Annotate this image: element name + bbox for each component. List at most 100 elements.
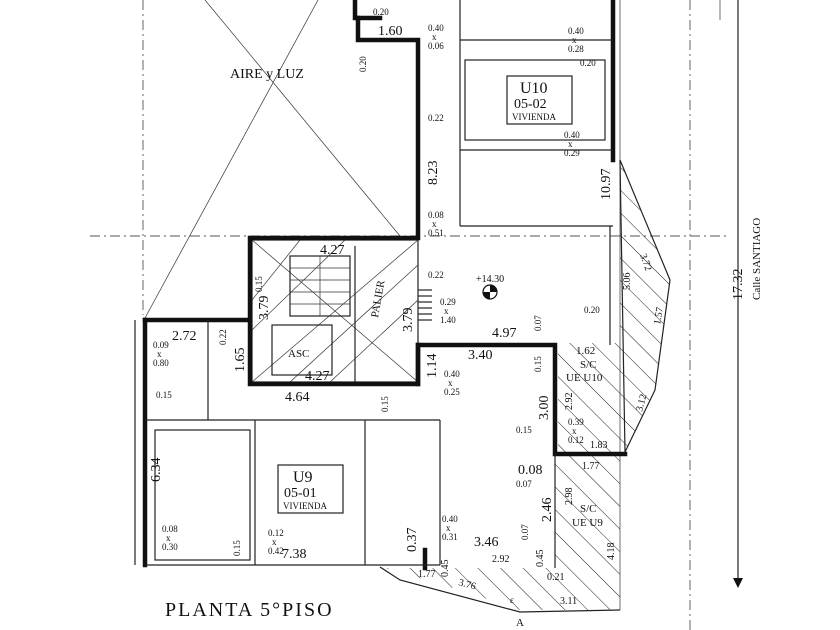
note-020-c: 0.20 <box>584 305 600 315</box>
dim-2-98: 2.98 <box>564 488 575 506</box>
svg-text:0.29: 0.29 <box>564 148 580 158</box>
window-note: 0.09 x 0.80 <box>153 340 169 368</box>
dim-3-46: 3.46 <box>474 535 499 550</box>
svg-text:0.51: 0.51 <box>428 228 444 238</box>
svg-text:0.40: 0.40 <box>568 26 584 36</box>
unit-u10-use: VIVIENDA <box>512 112 556 122</box>
window-note: 0.12 x 0.42 <box>268 528 284 556</box>
svg-text:0.12: 0.12 <box>268 528 284 538</box>
unit-u9-use: VIVIENDA <box>283 501 327 511</box>
window-note: 0.08 x 0.51 <box>428 210 444 238</box>
svg-text:0.08: 0.08 <box>428 210 444 220</box>
dim-7-38: 7.38 <box>282 547 307 562</box>
landing-label: PALIER <box>369 279 387 319</box>
dim-1-77-a: 1.77 <box>582 461 600 472</box>
dim-3-11: 3.11 <box>560 596 577 607</box>
sc-u9-line2: UE U9 <box>572 517 603 529</box>
note-007-b: 0.07 <box>516 479 532 489</box>
note-a: A <box>516 617 524 629</box>
window-note: 0.40 x 0.29 <box>564 130 580 158</box>
dim-17-32: 17.32 <box>731 269 746 301</box>
dim-6-34: 6.34 <box>149 458 164 483</box>
svg-text:0.25: 0.25 <box>444 387 460 397</box>
svg-text:0.12: 0.12 <box>568 435 584 445</box>
window-note: 0.40 x 0.31 <box>442 514 458 542</box>
svg-text:0.40: 0.40 <box>442 514 458 524</box>
terrace-hatching <box>379 159 671 613</box>
street-label: Calle SANTIAGO <box>751 218 763 300</box>
svg-text:0.40: 0.40 <box>564 130 580 140</box>
note-015-a: 0.15 <box>156 390 172 400</box>
note-020-top: 0.20 <box>373 7 389 17</box>
svg-text:0.42: 0.42 <box>268 546 284 556</box>
svg-text:x: x <box>572 35 577 45</box>
svg-text:x: x <box>446 523 451 533</box>
dim-3-00: 3.00 <box>537 396 552 421</box>
note-007-c: 0.07 <box>520 524 530 540</box>
svg-text:x: x <box>572 426 577 436</box>
note-022-a: 0.22 <box>428 113 444 123</box>
window-note: 0.08 x 0.30 <box>162 524 178 552</box>
sc-u10-line2: UE U10 <box>566 372 603 384</box>
note-015-d: 0.15 <box>516 425 532 435</box>
dim-4-27-bot: 4.27 <box>305 369 330 384</box>
dim-4-64: 4.64 <box>285 390 310 405</box>
svg-text:x: x <box>432 219 437 229</box>
window-note: 0.40 x 0.06 <box>428 23 444 51</box>
svg-text:0.31: 0.31 <box>442 532 458 542</box>
window-note: 0.39 x 0.12 <box>568 417 584 445</box>
note-015-b: 0.15 <box>380 396 390 412</box>
svg-text:x: x <box>166 533 171 543</box>
svg-text:0.39: 0.39 <box>568 417 584 427</box>
dim-3-79-right: 3.79 <box>401 308 416 333</box>
svg-text:0.80: 0.80 <box>153 358 169 368</box>
svg-text:0.30: 0.30 <box>162 542 178 552</box>
unit-u9-code: 05-01 <box>284 486 317 501</box>
sc-u10-line1: S/C <box>580 359 597 371</box>
dim-3-79-left: 3.79 <box>257 296 272 321</box>
svg-text:x: x <box>272 537 277 547</box>
unit-u10-name: U10 <box>520 80 548 97</box>
svg-text:x: x <box>448 378 453 388</box>
dim-2-92-a: 2.92 <box>564 393 575 411</box>
window-note: 0.40 x 0.25 <box>444 369 460 397</box>
svg-text:0.28: 0.28 <box>568 44 584 54</box>
dim-1-60: 1.60 <box>378 24 403 39</box>
dim-2-92-b: 2.92 <box>492 554 510 565</box>
dim-3-12: 3.12 <box>634 393 649 413</box>
svg-text:x: x <box>444 306 449 316</box>
overall-dimension-line <box>733 0 743 588</box>
plan-title: PLANTA 5°PISO <box>165 599 334 621</box>
dim-0-21: 0.21 <box>547 572 565 583</box>
dim-0-37: 0.37 <box>405 528 420 553</box>
dim-1-65: 1.65 <box>233 348 248 373</box>
svg-text:x: x <box>568 139 573 149</box>
svg-text:0.08: 0.08 <box>162 524 178 534</box>
dim-1-14: 1.14 <box>425 354 440 379</box>
dim-1-62: 1.62 <box>576 345 595 357</box>
dim-3-40: 3.40 <box>468 348 493 363</box>
dim-2-72: 2.72 <box>172 329 197 344</box>
unit-u9-label-box <box>277 464 344 514</box>
note-020-b: 0.20 <box>580 58 596 68</box>
svg-text:0.40: 0.40 <box>428 23 444 33</box>
note-015-f: 0.15 <box>254 276 264 292</box>
window-note: 0.29 x 1.40 <box>440 297 456 325</box>
courtyard-cross <box>144 0 401 319</box>
courtyard-label: AIRE y LUZ <box>230 67 304 82</box>
dim-8-23: 8.23 <box>426 161 441 186</box>
svg-text:1.40: 1.40 <box>440 315 456 325</box>
dim-3-76: 3.76 <box>457 577 477 592</box>
dim-0-08: 0.08 <box>518 463 543 478</box>
unit-u9-name: U9 <box>293 469 313 486</box>
level-mark: +14.30 <box>476 274 504 285</box>
note-020-d: 0.20 <box>358 56 368 72</box>
dim-4-27-top: 4.27 <box>320 243 345 258</box>
stair-core <box>251 239 432 383</box>
svg-text:0.06: 0.06 <box>428 41 444 51</box>
dim-1-83: 1.83 <box>590 440 608 451</box>
note-022-b: 0.22 <box>428 270 444 280</box>
svg-text:x: x <box>432 32 437 42</box>
svg-text:0.40: 0.40 <box>444 369 460 379</box>
